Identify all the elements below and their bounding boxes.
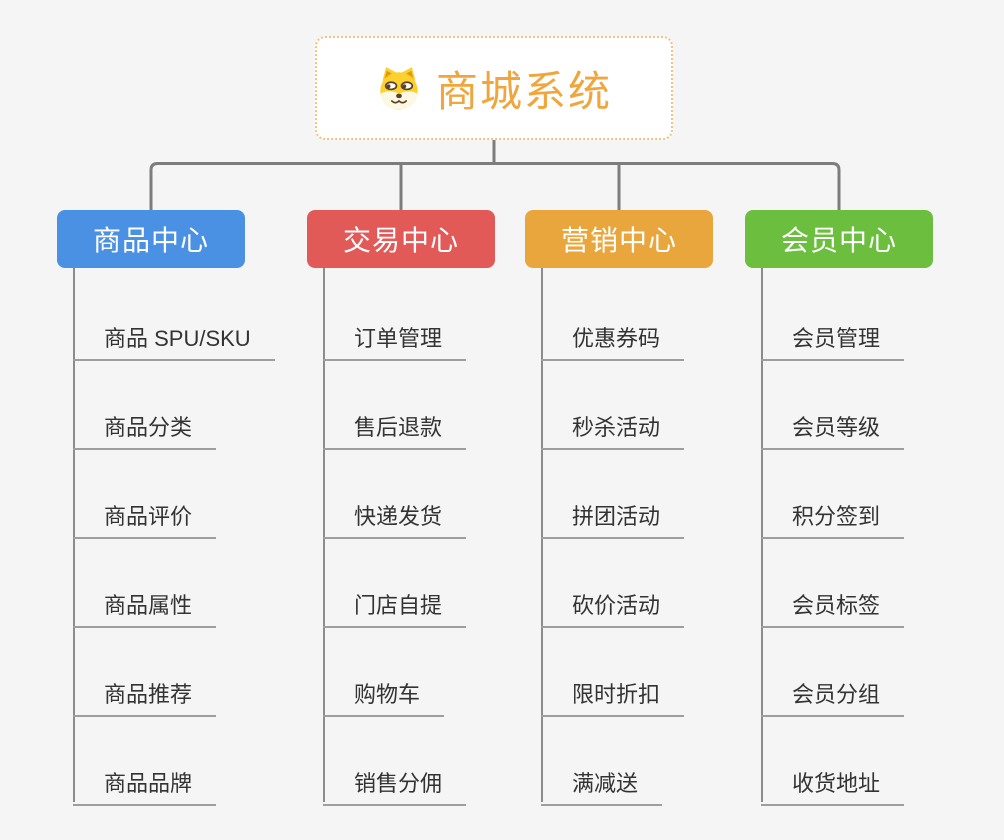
leaf-node[interactable]: 商品推荐 (73, 669, 217, 717)
leaf-node[interactable]: 商品评价 (73, 491, 217, 539)
leaf-node[interactable]: 商品属性 (73, 580, 217, 628)
leaf-node[interactable]: 秒杀活动 (541, 402, 685, 450)
branch-column-2: 交易中心订单管理售后退款快递发货门店自提购物车销售分佣 (307, 210, 567, 810)
leaf-node[interactable]: 销售分佣 (323, 758, 467, 806)
root-title: 商城系统 (435, 67, 612, 115)
branch-node-4[interactable]: 会员中心 (745, 210, 933, 268)
leaf-node[interactable]: 拼团活动 (541, 491, 685, 539)
leaf-node[interactable]: 砍价活动 (541, 580, 685, 628)
leaf-node[interactable]: 订单管理 (323, 313, 467, 361)
leaf-node[interactable]: 商品品牌 (73, 758, 217, 806)
leaf-node[interactable]: 快递发货 (323, 491, 467, 539)
leaf-node[interactable]: 门店自提 (323, 580, 467, 628)
leaf-node[interactable]: 会员标签 (761, 580, 905, 628)
branch-node-2[interactable]: 交易中心 (307, 210, 495, 268)
branch-trunk-line (541, 268, 543, 802)
branch-trunk-line (323, 268, 325, 802)
branch-column-4: 会员中心会员管理会员等级积分签到会员标签会员分组收货地址 (745, 210, 1004, 810)
leaf-node[interactable]: 商品分类 (73, 402, 217, 450)
doge-icon (380, 67, 418, 110)
leaf-node[interactable]: 商品 SPU/SKU (73, 313, 275, 361)
leaf-node[interactable]: 会员分组 (761, 669, 905, 717)
branch-node-1[interactable]: 商品中心 (57, 210, 245, 268)
leaf-node[interactable]: 会员等级 (761, 402, 905, 450)
leaf-node[interactable]: 满减送 (541, 758, 663, 806)
branch-column-3: 营销中心优惠券码秒杀活动拼团活动砍价活动限时折扣满减送 (525, 210, 785, 810)
leaf-node[interactable]: 限时折扣 (541, 669, 685, 717)
leaf-node[interactable]: 优惠券码 (541, 313, 685, 361)
leaf-node[interactable]: 积分签到 (761, 491, 905, 539)
root-node[interactable]: 商城系统 (315, 36, 673, 140)
leaf-node[interactable]: 会员管理 (761, 313, 905, 361)
branch-trunk-line (761, 268, 763, 802)
leaf-node[interactable]: 售后退款 (323, 402, 467, 450)
branch-node-3[interactable]: 营销中心 (525, 210, 713, 268)
leaf-node[interactable]: 购物车 (323, 669, 445, 717)
branch-column-1: 商品中心商品 SPU/SKU 商品分类商品评价商品属性商品推荐商品品牌 (57, 210, 317, 810)
branch-trunk-line (73, 268, 75, 802)
leaf-node[interactable]: 收货地址 (761, 758, 905, 806)
